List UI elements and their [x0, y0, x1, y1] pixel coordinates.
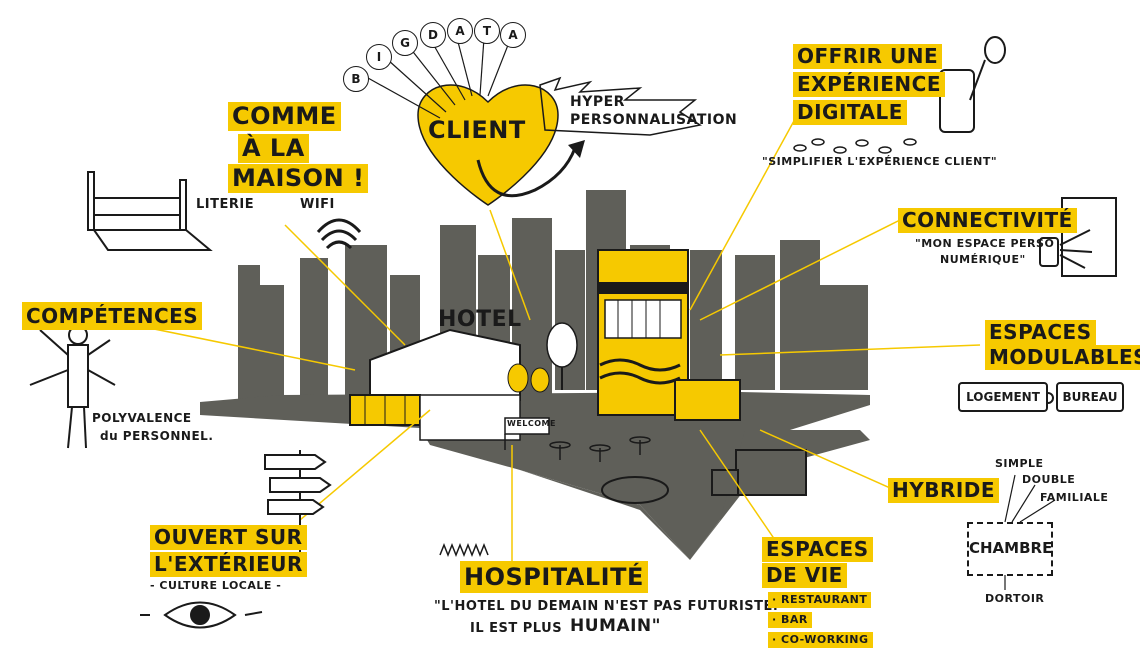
- hospitalite-title: HOSPITALITÉ: [460, 561, 648, 593]
- hyper-label: HYPER: [570, 94, 625, 110]
- hybride-familiale: FAMILIALE: [1040, 491, 1109, 504]
- big-data-arrows: [367, 37, 511, 119]
- connector-lines: [119, 109, 981, 565]
- hotel-building: [349, 322, 651, 462]
- grass-sketch: [439, 542, 489, 558]
- vie-line-2: DE VIE: [762, 563, 847, 588]
- vie-item-restaurant: · RESTAURANT: [768, 592, 872, 608]
- polyvalence-label: POLYVALENCE: [92, 411, 192, 425]
- staff-figure: [29, 325, 116, 449]
- big-data-letter: T: [474, 18, 500, 44]
- hybride-title: HYBRIDE: [888, 478, 1000, 503]
- big-data-letter: B: [343, 66, 369, 92]
- hospitalite-quote-1: "L'HOTEL du DEMAIN N'EST PAS FUTURISTE.: [434, 599, 779, 614]
- vie-item-coworking: · CO-WORKING: [768, 632, 873, 648]
- vehicles: [601, 449, 807, 504]
- welcome-sign: WELCOME: [507, 419, 556, 428]
- digitale-line-2: EXPÉRIENCE: [793, 72, 945, 97]
- modulables-line-1: ESPACES: [985, 320, 1096, 345]
- big-data-letter: A: [500, 22, 526, 48]
- big-data-letter: D: [420, 22, 446, 48]
- vie-line-1: ESPACES: [762, 537, 873, 562]
- screen-sketch: [1039, 197, 1117, 277]
- ouvert-line-1: OUVERT SUR: [150, 525, 307, 550]
- eye-icon: [140, 601, 263, 629]
- digitale-quote: "SIMPLIFIER L'EXPÉRIENCE CLIENT": [762, 155, 998, 168]
- hospitalite-title-text: HOSPITALITÉ: [460, 561, 648, 593]
- bed-sketch: [87, 171, 213, 251]
- burst-outline: [539, 76, 702, 136]
- culture-label: - CULTURE LOCALE -: [150, 579, 282, 592]
- hybride-arrows: [1004, 474, 1056, 590]
- vie-item-bar: · BAR: [768, 612, 812, 628]
- wifi-icon: [316, 218, 362, 250]
- chambre-box: CHAMBRE: [967, 522, 1053, 576]
- modulables-line-2: MODULABLES: [985, 345, 1140, 370]
- personnalisation-label: PERSONNALISATION: [570, 112, 738, 128]
- phone-character: [939, 36, 1006, 133]
- digitale-line-1: OFFRIR UNE: [793, 44, 943, 69]
- competences-title: COMPÉTENCES: [22, 302, 203, 330]
- connectivite-title: CONNECTIVITÉ: [898, 208, 1077, 233]
- hospitalite-quote-3: HUMAIN": [570, 616, 662, 636]
- big-data-letter: I: [366, 44, 392, 70]
- big-data-letter: G: [392, 30, 418, 56]
- footsteps: [793, 138, 917, 154]
- hybride-double: DOUBLE: [1022, 473, 1076, 486]
- hospitalite-quote-2: IL EST PLUS: [470, 621, 563, 636]
- yellow-tower: [597, 249, 741, 421]
- maison-line-1: COMME: [228, 102, 341, 132]
- client-label: CLIENT: [428, 116, 526, 144]
- signpost: [264, 450, 332, 560]
- logement-box: LOGEMENT: [958, 382, 1048, 412]
- hybride-dortoir: DORTOIR: [985, 592, 1045, 605]
- digitale-line-3: DIGITALE: [793, 100, 907, 125]
- connectivite-quote-1: "MON ESPACE PERSO: [915, 237, 1055, 250]
- curved-arrow: [476, 147, 577, 198]
- maison-line-3: MAISON !: [228, 164, 369, 194]
- ouvert-line-2: L'EXTÉRIEUR: [150, 552, 307, 577]
- wifi-label: WIFI: [300, 197, 335, 212]
- bureau-box: BUREAU: [1056, 382, 1124, 412]
- big-data-letter: A: [447, 18, 473, 44]
- hotel-sign: HOTEL: [438, 307, 522, 332]
- personnel-label: du PERSONNEL.: [100, 429, 214, 443]
- literie-label: LITERIE: [196, 197, 255, 212]
- competences-title-text: COMPÉTENCES: [22, 302, 203, 330]
- connectivite-quote-2: NUMÉRIQUE": [940, 253, 1026, 266]
- maison-line-2: À LA: [238, 134, 309, 164]
- client-heart: [417, 84, 559, 206]
- hybride-simple: SIMPLE: [995, 457, 1044, 470]
